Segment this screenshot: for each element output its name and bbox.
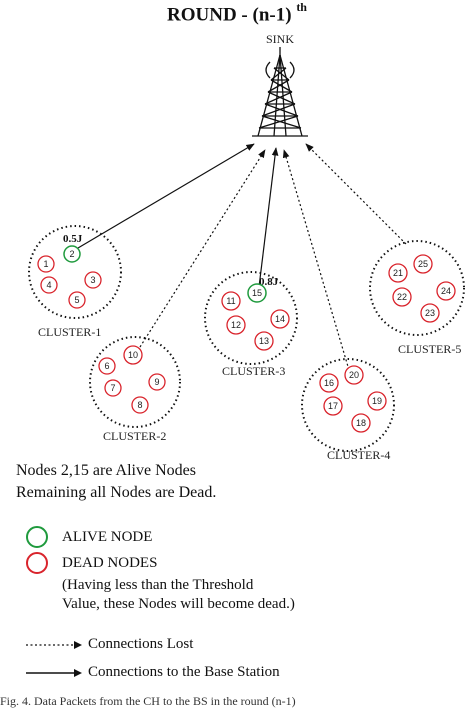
node-1: 1 [37,255,55,273]
svg-text:17: 17 [328,401,338,411]
cluster-label: CLUSTER-2 [103,429,166,443]
svg-text:25: 25 [418,259,428,269]
node-3: 3 [84,271,102,289]
cluster-2: 6 7 8 9 10 CLUSTER-2 [89,336,181,443]
legend: ALIVE NODE DEAD NODES (Having less than … [26,526,295,614]
node-8: 8 [131,396,149,414]
dead-node-icon [26,552,48,574]
cluster-boundary [204,271,298,365]
svg-text:18: 18 [356,418,366,428]
legend-lost-label: Connections Lost [88,636,194,652]
node-20: 20 [344,365,364,385]
figure-caption: Fig. 4. Data Packets from the CH to the … [0,694,296,708]
svg-text:12: 12 [231,320,241,330]
connection-lost-cluster-2 [139,149,266,348]
node-18: 18 [351,413,371,433]
svg-text:1: 1 [43,259,48,269]
solid-arrow-icon [26,668,82,677]
cluster-label: CLUSTER-1 [38,325,101,339]
svg-text:7: 7 [110,383,115,393]
svg-text:5: 5 [74,295,79,305]
node-17: 17 [323,396,343,416]
svg-text:21: 21 [393,268,403,278]
legend-dead: DEAD NODES [26,552,295,574]
cluster-boundary [301,358,395,452]
svg-text:11: 11 [226,296,235,306]
sink-label: SINK [266,32,294,46]
node-9: 9 [148,373,166,391]
cluster-3: 0.8J 11 12 13 14 15 CLUSTER-3 [204,271,298,378]
legend-base-label: Connections to the Base Station [88,664,280,680]
svg-text:20: 20 [349,370,359,380]
cluster-1: 0.5J 1 2 3 4 5 CLUSTER-1 [28,225,122,339]
node-14: 14 [270,309,290,329]
cluster-label: CLUSTER-4 [327,448,390,460]
svg-text:24: 24 [441,286,451,296]
node-25: 25 [413,254,433,274]
legend-alive: ALIVE NODE [26,526,295,548]
node-15: 15 [247,283,267,303]
legend-dead-label: DEAD NODES [62,555,158,571]
node-13: 13 [254,331,274,351]
status-line-alive: Nodes 2,15 are Alive Nodes [16,462,196,479]
connections [77,143,407,371]
svg-text:4: 4 [46,280,51,290]
svg-text:3: 3 [90,275,95,285]
node-22: 22 [392,287,412,307]
sink-tower-icon [252,47,308,137]
connection-line-cluster-1 [77,143,255,249]
node-7: 7 [104,379,122,397]
cluster-4: 16 17 18 19 20 CLUSTER-4 [301,358,395,460]
node-24: 24 [436,281,456,301]
svg-text:6: 6 [104,361,109,371]
connection-line-cluster-3 [258,147,279,288]
cluster-5: 21 22 23 24 25 CLUSTER-5 [369,240,465,356]
node-19: 19 [367,391,387,411]
dotted-arrow-icon [26,640,82,649]
svg-text:22: 22 [397,292,407,302]
node-11: 11 [221,291,241,311]
node-10: 10 [123,345,143,365]
node-16: 16 [319,373,339,393]
svg-text:13: 13 [259,336,269,346]
cluster-label: CLUSTER-3 [222,364,285,378]
cluster-boundary [89,336,181,428]
node-23: 23 [420,303,440,323]
cluster-label: CLUSTER-5 [398,342,461,356]
status-text: Nodes 2,15 are Alive Nodes Remaining all… [16,460,216,504]
alive-node-icon [26,526,48,548]
node-12: 12 [226,315,246,335]
svg-text:19: 19 [372,396,382,406]
energy-label-node-2: 0.5J [63,233,83,245]
svg-text:10: 10 [128,350,138,360]
legend-alive-label: ALIVE NODE [62,529,153,545]
legend-dead-note: (Having less than the Threshold Value, t… [62,576,295,614]
svg-text:2: 2 [69,249,74,259]
legend-dead-note-line-2: Value, these Nodes will become dead.) [62,596,295,612]
energy-label-node-15: 0.8J [259,276,279,288]
node-6: 6 [98,357,116,375]
connection-lost-cluster-5 [305,143,407,245]
legend-dead-note-line-1: (Having less than the Threshold [62,577,254,593]
svg-text:15: 15 [252,288,262,298]
title-superscript: th [296,0,307,14]
svg-text:8: 8 [137,400,142,410]
legend-connections-lost: Connections Lost [26,636,193,653]
svg-text:23: 23 [425,308,435,318]
svg-text:16: 16 [324,378,334,388]
topology-svg: SINK [28,32,465,460]
legend-connections-base: Connections to the Base Station [26,664,280,681]
node-21: 21 [388,263,408,283]
node-2: 2 [63,245,81,263]
title-text: ROUND - (n-1) [167,4,292,26]
svg-text:9: 9 [154,377,159,387]
svg-text:14: 14 [275,314,285,324]
status-line-dead: Remaining all Nodes are Dead. [16,484,217,501]
diagram-title: ROUND - (n-1) th [0,0,474,26]
node-5: 5 [68,291,86,309]
node-4: 4 [40,276,58,294]
cluster-boundary [28,225,122,319]
cluster-boundary [369,240,465,336]
